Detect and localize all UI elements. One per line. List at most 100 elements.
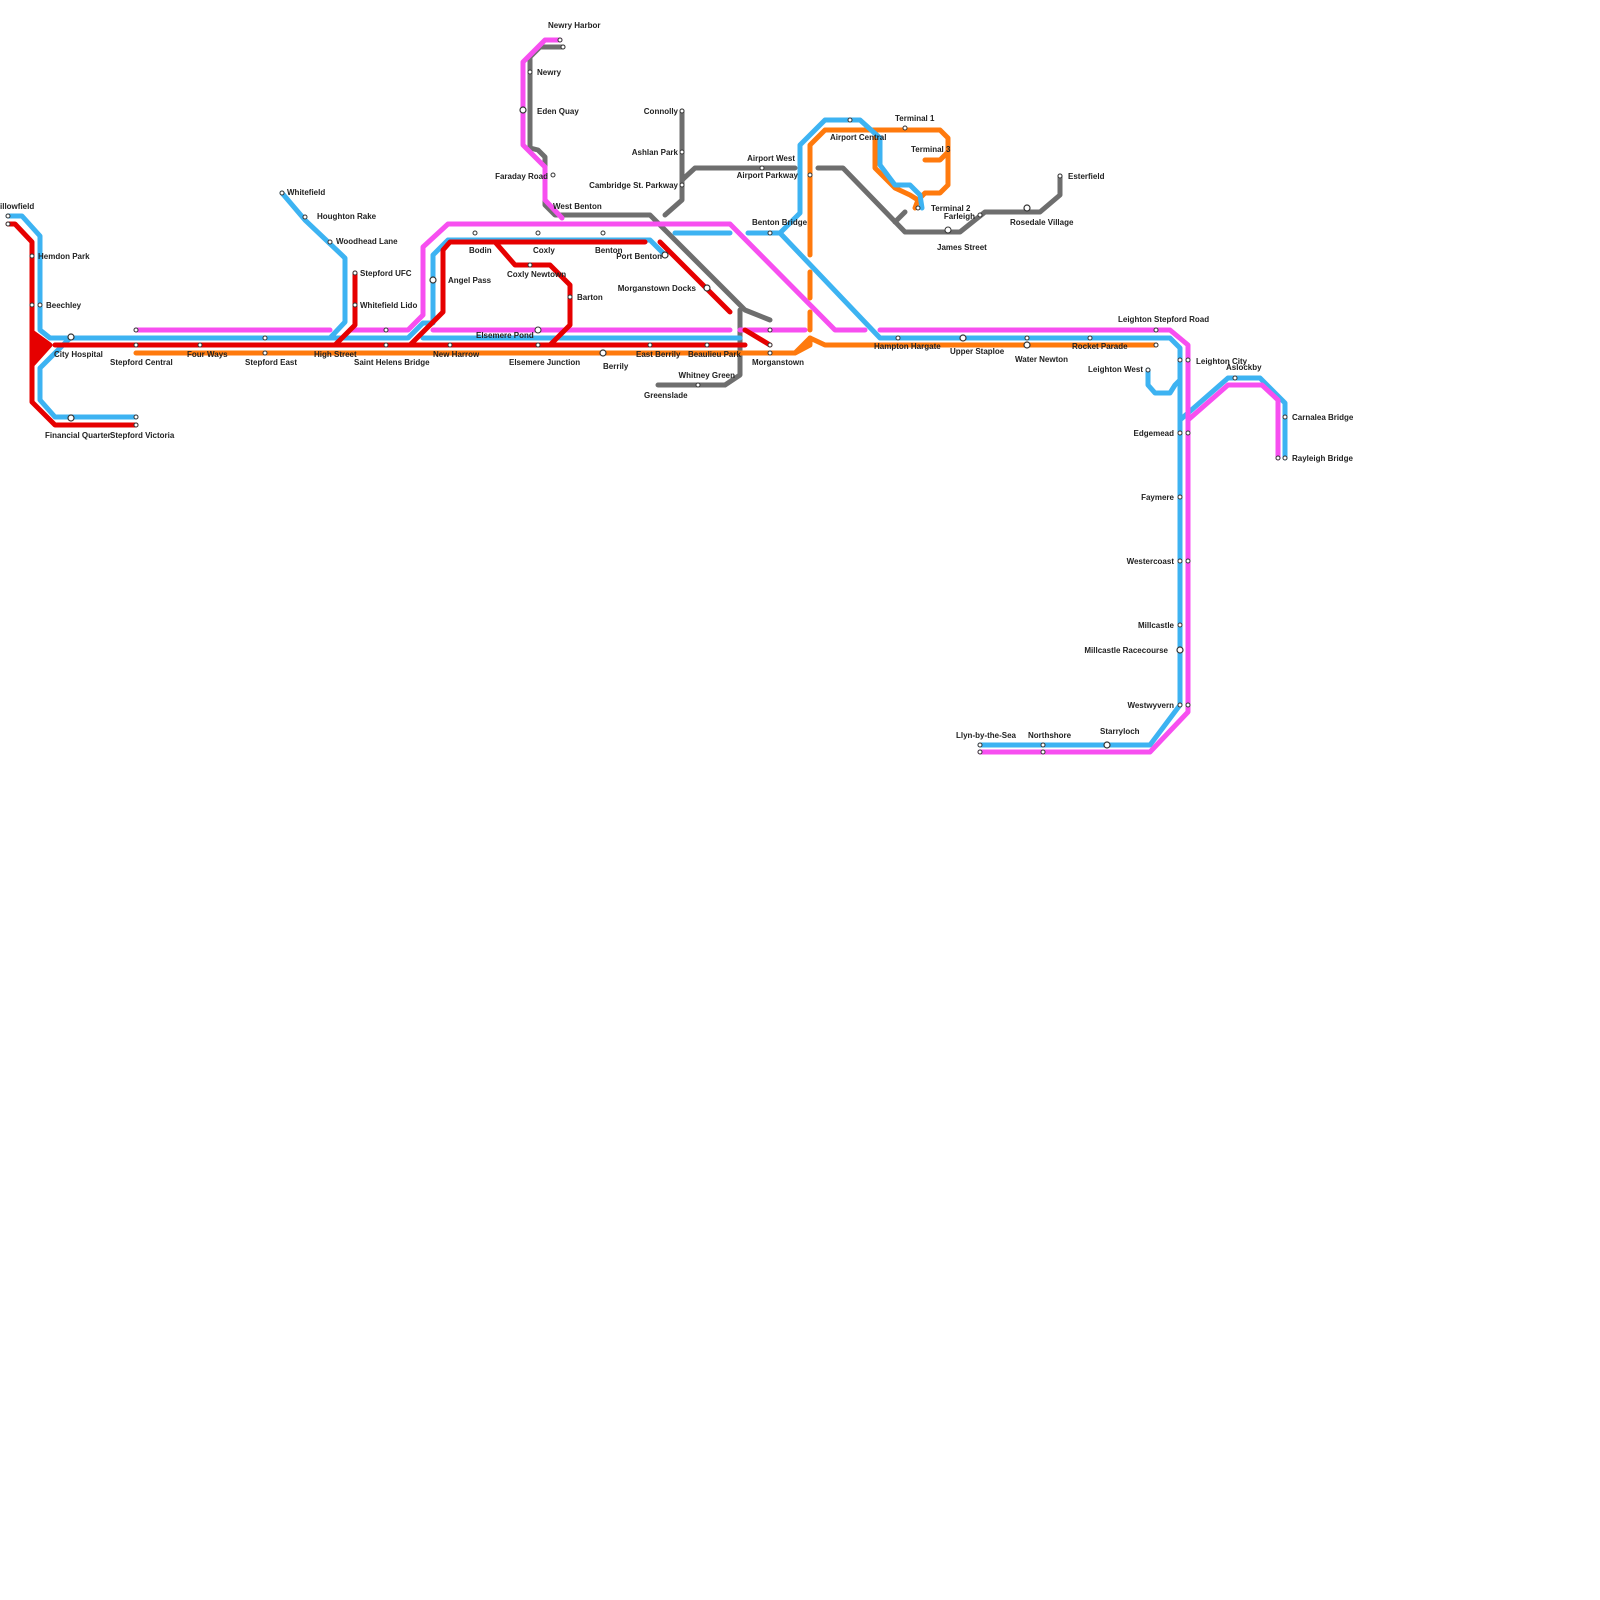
station-marker bbox=[1057, 173, 1063, 179]
station-label-newry: Newry bbox=[537, 68, 562, 77]
station-marker bbox=[1103, 741, 1111, 749]
station-marker bbox=[383, 342, 389, 348]
pink-line-newry bbox=[520, 37, 565, 221]
station-marker bbox=[767, 327, 773, 333]
station-marker bbox=[1275, 455, 1281, 461]
station-label-benton: Benton bbox=[595, 246, 623, 255]
station-label-stepford-east: Stepford East bbox=[245, 358, 297, 367]
station-label-barton: Barton bbox=[577, 293, 603, 302]
station-label-hemdon-park: Hemdon Park bbox=[38, 252, 90, 261]
red-line-stepford-ufc bbox=[332, 270, 358, 348]
station-label-llyn-by-the-sea: Llyn-by-the-Sea bbox=[956, 731, 1017, 740]
station-marker bbox=[535, 230, 541, 236]
station-marker bbox=[519, 106, 527, 114]
station-marker bbox=[197, 342, 203, 348]
station-marker bbox=[1177, 702, 1183, 708]
station-marker bbox=[5, 213, 11, 219]
red-line-west bbox=[5, 221, 139, 428]
station-marker bbox=[661, 251, 669, 259]
station-marker bbox=[1145, 367, 1151, 373]
station-marker bbox=[1087, 335, 1093, 341]
station-marker bbox=[767, 230, 773, 236]
station-label-whitney-green: Whitney Green bbox=[679, 371, 736, 380]
station-label-four-ways: Four Ways bbox=[187, 350, 228, 359]
station-label-eden-quay: Eden Quay bbox=[537, 107, 579, 116]
station-label-bodin: Bodin bbox=[469, 246, 492, 255]
station-marker bbox=[1185, 702, 1191, 708]
station-label-ashlan-park: Ashlan Park bbox=[632, 148, 679, 157]
station-marker bbox=[1177, 430, 1183, 436]
station-marker bbox=[5, 221, 11, 227]
station-label-stepford-central: Stepford Central bbox=[110, 358, 173, 367]
station-label-rayleigh-bridge: Rayleigh Bridge bbox=[1292, 454, 1353, 463]
station-label-upper-staploe: Upper Staploe bbox=[950, 347, 1005, 356]
station-markers bbox=[5, 37, 1288, 755]
station-marker bbox=[1282, 455, 1288, 461]
station-label-aslockby: Aslockby bbox=[1226, 363, 1262, 372]
station-marker bbox=[895, 335, 901, 341]
red-line-hub bbox=[29, 329, 53, 368]
station-marker bbox=[679, 182, 685, 188]
station-marker bbox=[600, 230, 606, 236]
station-label-newry-harbor: Newry Harbor bbox=[548, 21, 600, 30]
station-marker bbox=[133, 327, 139, 333]
station-marker bbox=[977, 742, 983, 748]
station-label-millcastle: Millcastle bbox=[1138, 621, 1175, 630]
station-label-airport-parkway: Airport Parkway bbox=[737, 171, 799, 180]
station-marker bbox=[279, 190, 285, 196]
station-marker bbox=[567, 294, 573, 300]
grey-line-connolly-branch bbox=[662, 108, 685, 218]
station-marker bbox=[1185, 430, 1191, 436]
station-label-west-benton: West Benton bbox=[553, 202, 602, 211]
station-label-starryloch: Starryloch bbox=[1100, 727, 1140, 736]
station-marker bbox=[807, 172, 813, 178]
station-marker bbox=[327, 239, 333, 245]
station-marker bbox=[534, 326, 542, 334]
station-marker bbox=[1153, 342, 1159, 348]
station-marker bbox=[550, 172, 556, 178]
station-label-edgemead: Edgemead bbox=[1134, 429, 1175, 438]
station-label-stepford-victoria: Stepford Victoria bbox=[110, 431, 175, 440]
red-line-bodin bbox=[407, 239, 648, 348]
station-label-carnalea-bridge: Carnalea Bridge bbox=[1292, 413, 1354, 422]
station-marker bbox=[67, 333, 75, 341]
station-marker bbox=[1023, 204, 1031, 212]
station-label-morganstown: Morganstown bbox=[752, 358, 804, 367]
station-marker bbox=[527, 262, 533, 268]
station-marker bbox=[1024, 335, 1030, 341]
station-label-airport-central: Airport Central bbox=[830, 133, 886, 142]
station-marker bbox=[847, 117, 853, 123]
station-marker bbox=[902, 125, 908, 131]
station-label-saint-helens-bridge: Saint Helens Bridge bbox=[354, 358, 430, 367]
station-label-coxly-newtown: Coxly Newtown bbox=[507, 270, 566, 279]
station-label-terminal-1: Terminal 1 bbox=[895, 114, 935, 123]
station-label-houghton-rake: Houghton Rake bbox=[317, 212, 377, 221]
station-label-whitefield: Whitefield bbox=[287, 188, 325, 197]
station-marker bbox=[695, 382, 701, 388]
station-label-leighton-city: Leighton City bbox=[1196, 357, 1248, 366]
station-label-airport-west: Airport West bbox=[747, 154, 795, 163]
station-marker bbox=[759, 165, 765, 171]
station-label-city-hospital: City Hospital bbox=[54, 350, 103, 359]
station-label-farleigh: Farleigh bbox=[944, 212, 975, 221]
station-label-westercoast: Westercoast bbox=[1127, 557, 1175, 566]
station-label-james-street: James Street bbox=[937, 243, 987, 252]
station-label-hampton-hargate: Hampton Hargate bbox=[874, 342, 941, 351]
red-line bbox=[5, 221, 773, 428]
station-label-water-newton: Water Newton bbox=[1015, 355, 1068, 364]
station-marker bbox=[1177, 494, 1183, 500]
station-marker bbox=[647, 342, 653, 348]
station-marker bbox=[262, 350, 268, 356]
grey-line-esterfield bbox=[815, 165, 1063, 235]
station-marker bbox=[1023, 341, 1031, 349]
station-label-northshore: Northshore bbox=[1028, 731, 1072, 740]
station-label-terminal-2: Terminal 2 bbox=[931, 204, 971, 213]
blue-line-leighton-west bbox=[1145, 367, 1183, 396]
orange-line-terminal-loop bbox=[872, 135, 921, 203]
pink-line-aslockby bbox=[1185, 382, 1281, 461]
orange-line bbox=[133, 127, 1159, 356]
station-marker bbox=[29, 302, 35, 308]
orange-line-terminal-3 bbox=[922, 149, 951, 163]
station-marker bbox=[472, 230, 478, 236]
station-marker bbox=[959, 334, 967, 342]
